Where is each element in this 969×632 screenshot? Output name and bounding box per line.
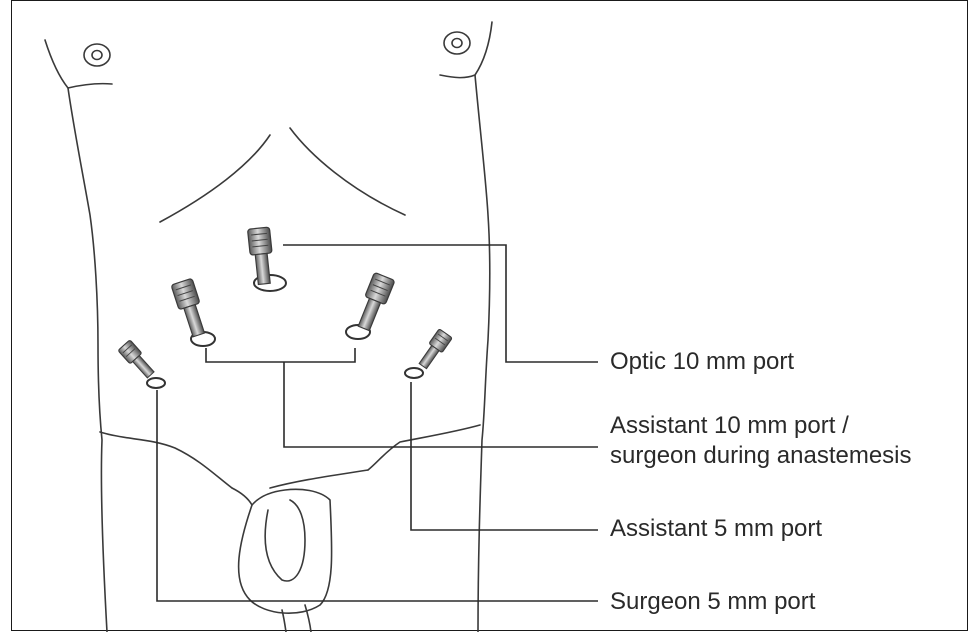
costal-margin-left — [160, 135, 270, 222]
left-pectoral-line — [45, 40, 112, 88]
left-flank — [68, 88, 107, 632]
assistant-10mm-port-left-icon — [171, 278, 215, 346]
pubic-line — [270, 470, 368, 488]
right-flank — [475, 75, 490, 632]
thigh-split-right — [305, 605, 311, 632]
assistant5-leader-line — [411, 382, 598, 530]
surgeon-5mm-port-label: Surgeon 5 mm port — [610, 587, 815, 617]
assistant-5mm-port-icon — [405, 329, 452, 378]
surgeon-5mm-port-icon — [118, 340, 165, 388]
genital-inner — [265, 500, 305, 581]
right-nipple-icon — [444, 32, 470, 54]
surgeon5-leader-line — [157, 390, 598, 601]
assistant-10mm-port-label-line1: Assistant 10 mm port / — [610, 411, 849, 441]
assistant10-bracket-line — [206, 348, 355, 362]
optic-port-label: Optic 10 mm port — [610, 347, 794, 377]
left-nipple-icon — [84, 44, 110, 66]
assistant-10mm-port-label-line2: surgeon during anastemesis — [610, 441, 912, 471]
assistant-10mm-port-right-icon — [346, 272, 395, 339]
left-thigh-inner — [232, 488, 252, 505]
assistant-5mm-port-label: Assistant 5 mm port — [610, 514, 822, 544]
costal-margin-right — [290, 128, 405, 215]
genital-outline — [239, 489, 332, 613]
optic-port-icon — [248, 227, 286, 291]
left-inguinal-line — [100, 432, 232, 488]
